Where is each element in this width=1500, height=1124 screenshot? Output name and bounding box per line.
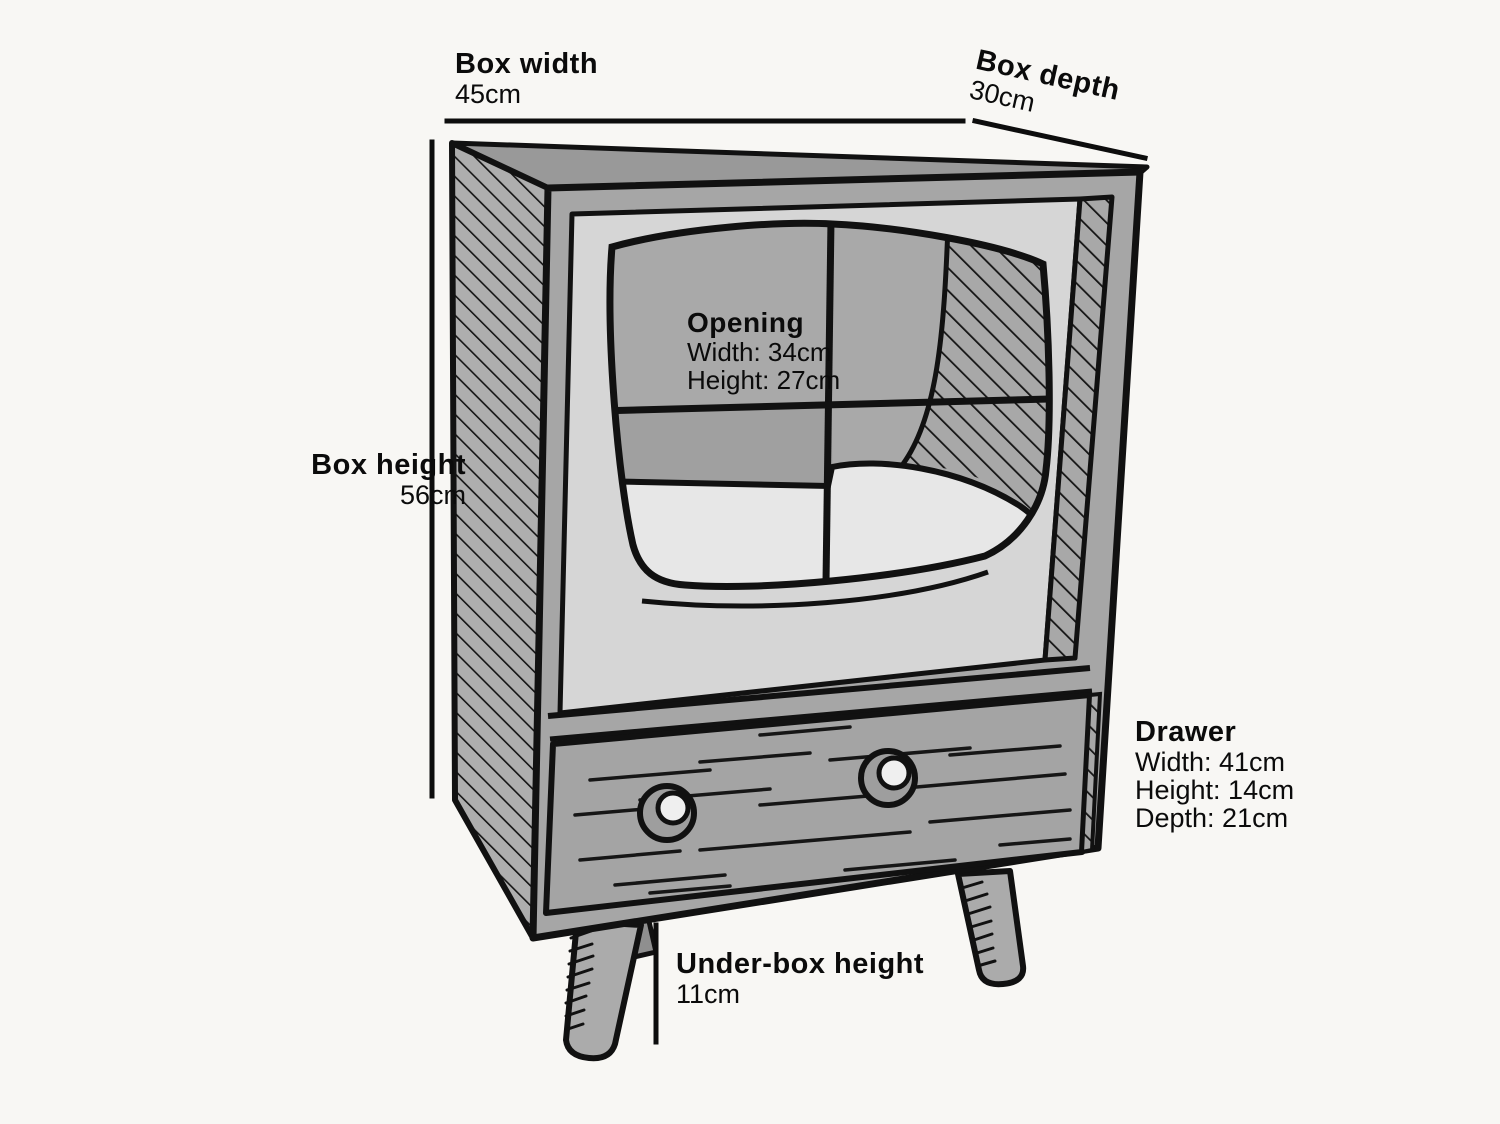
drawer-annotation: Drawer Width: 41cm Height: 14cm Depth: 2… [1135, 716, 1294, 832]
front-left-leg-hatch-ticks [564, 929, 595, 1031]
opening-width: Width: 34cm [687, 337, 832, 367]
box-height-title: Box height [311, 449, 466, 481]
opening-height: Height: 27cm [687, 365, 841, 395]
box-width-annotation: Box width 45cm [455, 48, 598, 109]
drawer-title: Drawer [1135, 716, 1237, 748]
drawer-knob-left [637, 783, 697, 843]
under-box-annotation: Under-box height 11cm [676, 948, 924, 1009]
frame-right-hatched-strip [1042, 194, 1115, 663]
screen-cross-vertical [822, 223, 835, 583]
drawer-width: Width: 41cm [1135, 747, 1286, 777]
under-box-value: 11cm [676, 979, 741, 1009]
box-depth-dim-line [972, 118, 1148, 161]
box-width-title: Box width [455, 48, 599, 80]
drawer-right-gap-hatch [1079, 691, 1103, 855]
box-height-value: 56cm [399, 480, 466, 510]
drawer-knob-right [858, 748, 918, 808]
screen-cross-horizontal [610, 395, 1050, 415]
box-height-annotation: Box height 56cm [311, 449, 466, 510]
front-right-leg [955, 868, 1027, 988]
opening-annotation: Opening Width: 34cm Height: 27cm [687, 307, 841, 395]
dimension-lines [429, 118, 1148, 1045]
drawer-height: Height: 14cm [1135, 775, 1295, 805]
box-width-value: 45cm [455, 79, 522, 109]
drawer-front [543, 691, 1103, 916]
opening-title: Opening [687, 307, 805, 338]
front-right-leg-hatch-ticks [960, 880, 997, 967]
screen-rim-line [641, 569, 989, 609]
screen-lower-band [610, 401, 833, 487]
front-left-leg [563, 918, 644, 1062]
drawer-depth: Depth: 21cm [1135, 803, 1289, 833]
drawer-rail [547, 665, 1093, 742]
under-box-title: Under-box height [676, 948, 925, 980]
screen-opening [606, 219, 1053, 609]
screen-inner-wall-hatch [900, 223, 1050, 535]
